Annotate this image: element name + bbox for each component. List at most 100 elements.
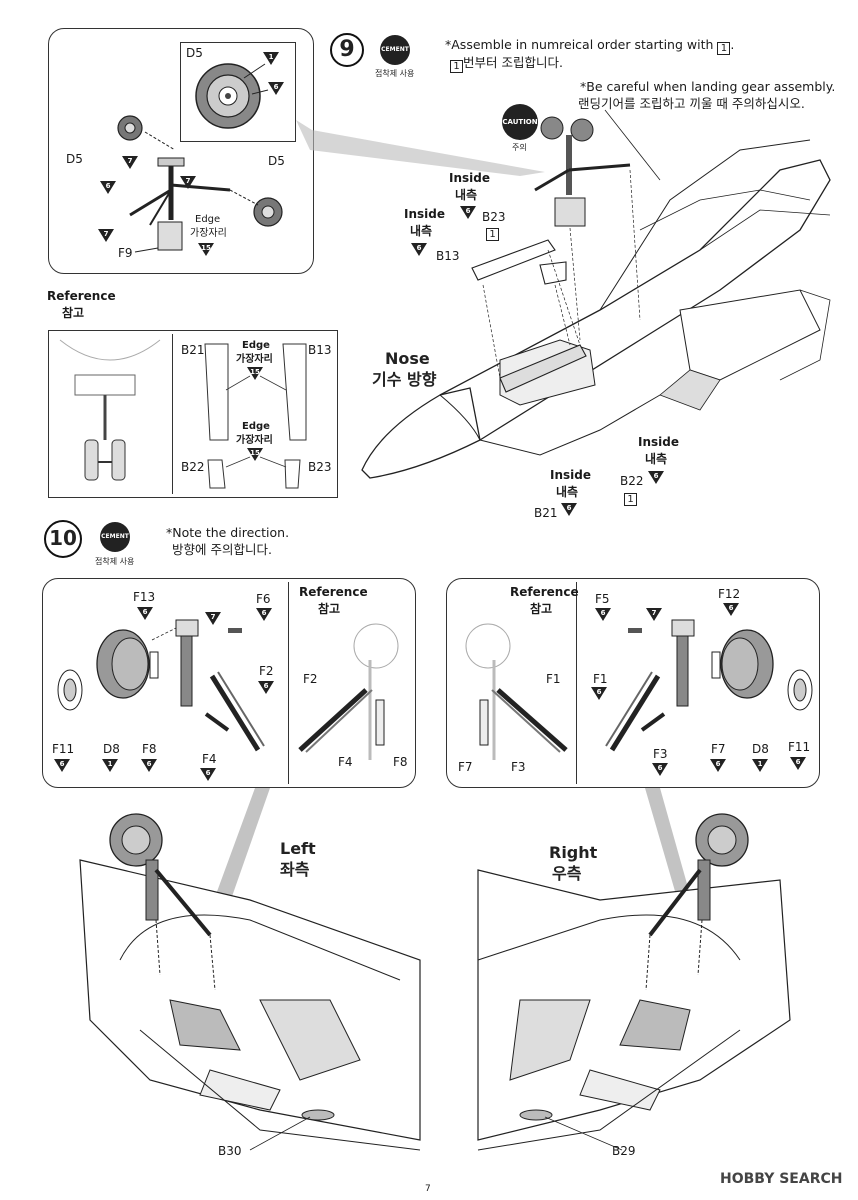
inset-d5-left: D5 [66, 152, 83, 166]
lp-f13: F13 [133, 590, 156, 604]
right-en: Right [549, 843, 598, 862]
step-10-number: 10 [44, 520, 82, 558]
lp-tri-7-num: 7 [210, 613, 216, 621]
right-ko: 우측 [552, 864, 582, 883]
tri-7c-icon [98, 229, 114, 242]
lp-tri-f2 [258, 681, 274, 694]
ref-edge-en-1: Edge [242, 340, 270, 351]
rref-title-en: Reference [510, 585, 579, 599]
order-mark: 1 [717, 42, 731, 55]
inside-tri-1-num: 6 [465, 207, 471, 215]
lp-tri-f11 [54, 759, 70, 772]
inset-d5-right: D5 [268, 154, 285, 168]
inside-tri-4-icon [561, 503, 577, 516]
inside-en-3: Inside [638, 435, 679, 449]
tri-7b-num: 7 [185, 177, 191, 185]
rref-f7: F7 [458, 760, 473, 774]
rp-f11: F11 [788, 740, 811, 754]
rp-tri-f12 [723, 603, 739, 616]
label-b23: B23 [482, 210, 506, 224]
ref-tri-15a-num: 15 [250, 368, 260, 376]
inset-edge-en: Edge [195, 214, 221, 225]
step-9-number: 9 [330, 33, 364, 67]
inset-d5-top: D5 [186, 46, 203, 60]
rp-f7: F7 [711, 742, 726, 756]
inside-tri-3-icon [648, 471, 664, 484]
lp-tri-d8 [102, 759, 118, 772]
ref-edge-en-2: Edge [242, 421, 270, 432]
step10-note-en: *Note the direction. [166, 525, 290, 540]
lp-tri-d8-num: 1 [107, 760, 113, 768]
left-en: Left [280, 839, 316, 858]
ref-title-ko: 참고 [62, 306, 85, 320]
inside-tri-4-num: 6 [566, 504, 572, 512]
page-number: 7 [425, 1184, 431, 1194]
rref-f3: F3 [511, 760, 526, 774]
lp-tri-f6-num: 6 [261, 609, 267, 617]
lp-tri-f6 [256, 608, 272, 621]
rp-tri-d8 [752, 759, 768, 772]
nose-en: Nose [385, 349, 430, 368]
tri-15-icon [198, 243, 214, 256]
caution-ko: 랜딩기어를 조립하고 끼울 때 주의하십시오. [578, 96, 805, 111]
inside-ko-3: 내측 [645, 452, 668, 466]
lref-title-en: Reference [299, 585, 368, 599]
rp-tri-f7 [710, 759, 726, 772]
cement-sub: 접착제 사용 [375, 69, 415, 78]
watermark: HOBBY SEARCH [720, 1171, 843, 1187]
ref-edge-ko-1: 가장자리 [236, 354, 273, 365]
inside-tri-1-icon [460, 206, 476, 219]
label-b22: B22 [620, 474, 644, 488]
tri-7a-num: 7 [127, 157, 133, 165]
rp-tri-7-num: 7 [651, 609, 657, 617]
lp-tri-f8 [141, 759, 157, 772]
lref-f8: F8 [393, 755, 408, 769]
lp-tri-f2-num: 6 [263, 682, 269, 690]
lp-tri-f13-num: 6 [142, 608, 148, 616]
ref-title-en: Reference [47, 289, 116, 303]
lp-f2: F2 [259, 664, 274, 678]
rp-tri-f11 [790, 757, 806, 770]
lp-d8: D8 [103, 742, 120, 756]
rp-d8: D8 [752, 742, 769, 756]
tri-7a-icon [122, 156, 138, 169]
tri-6-icon [268, 82, 284, 95]
tri-6-num: 6 [273, 83, 279, 91]
label-b29: B29 [612, 1144, 636, 1158]
ref-b21: B21 [181, 343, 205, 357]
ref-b22: B22 [181, 460, 205, 474]
lp-tri-7 [205, 612, 221, 625]
inside-en-4: Inside [550, 468, 591, 482]
inside-tri-2-num: 6 [416, 244, 422, 252]
rref-title-ko: 참고 [530, 602, 553, 616]
rp-f5: F5 [595, 592, 610, 606]
ref-b13: B13 [308, 343, 332, 357]
lp-tri-f11-num: 6 [59, 760, 65, 768]
inside-en-1: Inside [449, 171, 490, 185]
step10-note-ko: 방향에 주의합니다. [172, 542, 272, 557]
caution-sub: 주의 [512, 143, 527, 152]
cement-icon: CEMENT [380, 35, 410, 65]
ref-edge-ko-2: 가장자리 [236, 435, 273, 446]
ref-tri-15b-num: 15 [250, 449, 260, 457]
inset-edge-ko: 가장자리 [190, 228, 227, 239]
nose-ko: 기수 방향 [372, 370, 437, 389]
rp-tri-7 [646, 608, 662, 621]
ref-tri-15a-icon [247, 367, 263, 380]
rp-f12: F12 [718, 587, 741, 601]
inside-ko-1: 내측 [455, 188, 478, 202]
label-b23-box: 1 [486, 228, 499, 241]
lp-tri-f13 [137, 607, 153, 620]
inside-ko-2: 내측 [410, 224, 433, 238]
tri-6a-icon [100, 181, 116, 194]
rp-f3: F3 [653, 747, 668, 761]
inset-f9: F9 [118, 246, 133, 260]
lref-title-ko: 참고 [318, 602, 341, 616]
rp-tri-f11-num: 6 [795, 758, 801, 766]
lp-f6: F6 [256, 592, 271, 606]
